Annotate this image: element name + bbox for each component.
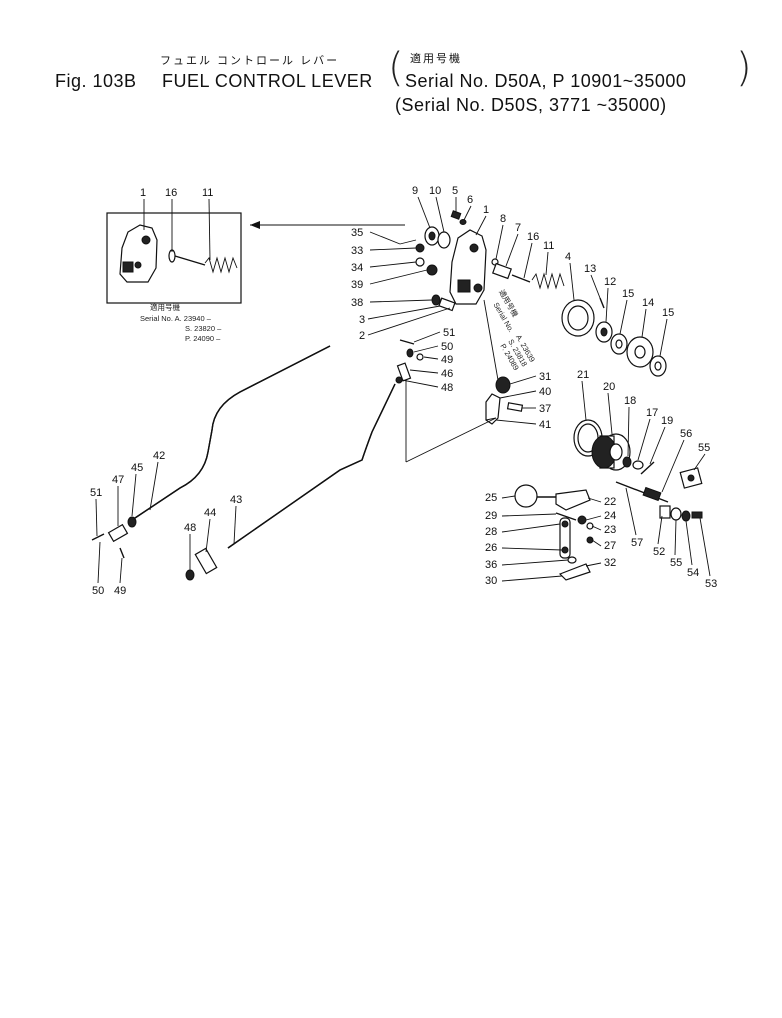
- callout-22: 22: [604, 496, 616, 508]
- arrow-head: [250, 221, 260, 229]
- callout-55-top: 55: [698, 442, 710, 454]
- callout-49-upper: 49: [441, 354, 453, 366]
- callout-48-upper: 48: [441, 382, 453, 394]
- leader-lines: [95, 196, 711, 584]
- callout-23: 23: [604, 524, 616, 536]
- callout-44: 44: [204, 507, 216, 519]
- callout-labels: 9 10 5 6 1 8 7 16 11 4 13 12 15 14 15 35…: [90, 185, 717, 597]
- serial-line-1: Serial No. D50A, P 10901~35000: [405, 71, 687, 91]
- callout-6: 6: [467, 194, 473, 206]
- callout-1: 1: [483, 204, 489, 216]
- callout-17: 17: [646, 407, 658, 419]
- callout-48-lower: 48: [184, 522, 196, 534]
- callout-2: 2: [359, 330, 365, 342]
- callout-3: 3: [359, 314, 365, 326]
- main-bracket-assembly: 適用号機 Serial No. A. 23639 S. 23818 P. 240…: [399, 210, 667, 425]
- callout-18: 18: [624, 395, 636, 407]
- callout-15a: 15: [622, 288, 634, 300]
- callout-38: 38: [351, 297, 363, 309]
- callout-35: 35: [351, 227, 363, 239]
- callout-4: 4: [565, 251, 571, 263]
- callout-11-inset: 11: [202, 187, 213, 199]
- callout-25: 25: [485, 492, 497, 504]
- callout-12: 12: [604, 276, 616, 288]
- callout-51-lower: 51: [90, 487, 102, 499]
- callout-42: 42: [153, 450, 165, 462]
- callout-46: 46: [441, 368, 453, 380]
- inset-serial-3: P. 24090 –: [185, 334, 221, 343]
- callout-34: 34: [351, 262, 363, 274]
- callout-45: 45: [131, 462, 143, 474]
- callout-37: 37: [539, 403, 551, 415]
- callout-39: 39: [351, 279, 363, 291]
- callout-53: 53: [705, 578, 717, 590]
- japanese-title: フュエル コントロール レバー: [160, 55, 340, 67]
- inset-serial-2: S. 23820 –: [185, 324, 222, 333]
- callout-9: 9: [412, 185, 418, 197]
- callout-51-upper: 51: [443, 327, 455, 339]
- callout-50-upper: 50: [441, 341, 453, 353]
- callout-19: 19: [661, 415, 673, 427]
- callout-14: 14: [642, 297, 654, 309]
- callout-16-inset: 16: [165, 187, 177, 199]
- callout-32: 32: [604, 557, 616, 569]
- inset-applicable-label: 適用号機: [150, 302, 180, 312]
- callout-8: 8: [500, 213, 506, 225]
- figure-title: FUEL CONTROL LEVER: [162, 71, 373, 91]
- callout-13: 13: [584, 263, 596, 275]
- applicable-serials-label: 適用号機: [410, 53, 462, 65]
- callout-56: 56: [680, 428, 692, 440]
- callout-40: 40: [539, 386, 551, 398]
- callout-47: 47: [112, 474, 124, 486]
- callout-16: 16: [527, 231, 539, 243]
- inset-serial-1: Serial No. A. 23940 –: [140, 314, 212, 323]
- callout-52: 52: [653, 546, 665, 558]
- callout-43: 43: [230, 494, 242, 506]
- callout-24: 24: [604, 510, 616, 522]
- callout-20: 20: [603, 381, 615, 393]
- callout-15b: 15: [662, 307, 674, 319]
- callout-57: 57: [631, 537, 643, 549]
- serial-line-2: (Serial No. D50S, 3771 ~35000): [395, 95, 667, 115]
- callout-50-lower: 50: [92, 585, 104, 597]
- figure-label: Fig. 103B: [55, 71, 137, 91]
- callout-30: 30: [485, 575, 497, 587]
- callout-29: 29: [485, 510, 497, 522]
- governor-assembly: [514, 419, 703, 581]
- open-paren: (: [388, 45, 404, 91]
- callout-33: 33: [351, 245, 363, 257]
- inset-box: 適用号機 Serial No. A. 23940 – S. 23820 – P.…: [106, 187, 242, 343]
- callout-21: 21: [577, 369, 589, 381]
- callout-54: 54: [687, 567, 699, 579]
- close-paren: ): [736, 45, 752, 91]
- callout-7: 7: [515, 222, 521, 234]
- callout-1-inset: 1: [140, 187, 146, 199]
- callout-28: 28: [485, 526, 497, 538]
- callout-36: 36: [485, 559, 497, 571]
- callout-10: 10: [429, 185, 441, 197]
- callout-27: 27: [604, 540, 616, 552]
- callout-11: 11: [543, 240, 554, 252]
- callout-5: 5: [452, 185, 458, 197]
- callout-55-bottom: 55: [670, 557, 682, 569]
- linkage-rods: [91, 339, 497, 581]
- callout-49-lower: 49: [114, 585, 126, 597]
- callout-41: 41: [539, 419, 551, 431]
- callout-31: 31: [539, 371, 551, 383]
- callout-26: 26: [485, 542, 497, 554]
